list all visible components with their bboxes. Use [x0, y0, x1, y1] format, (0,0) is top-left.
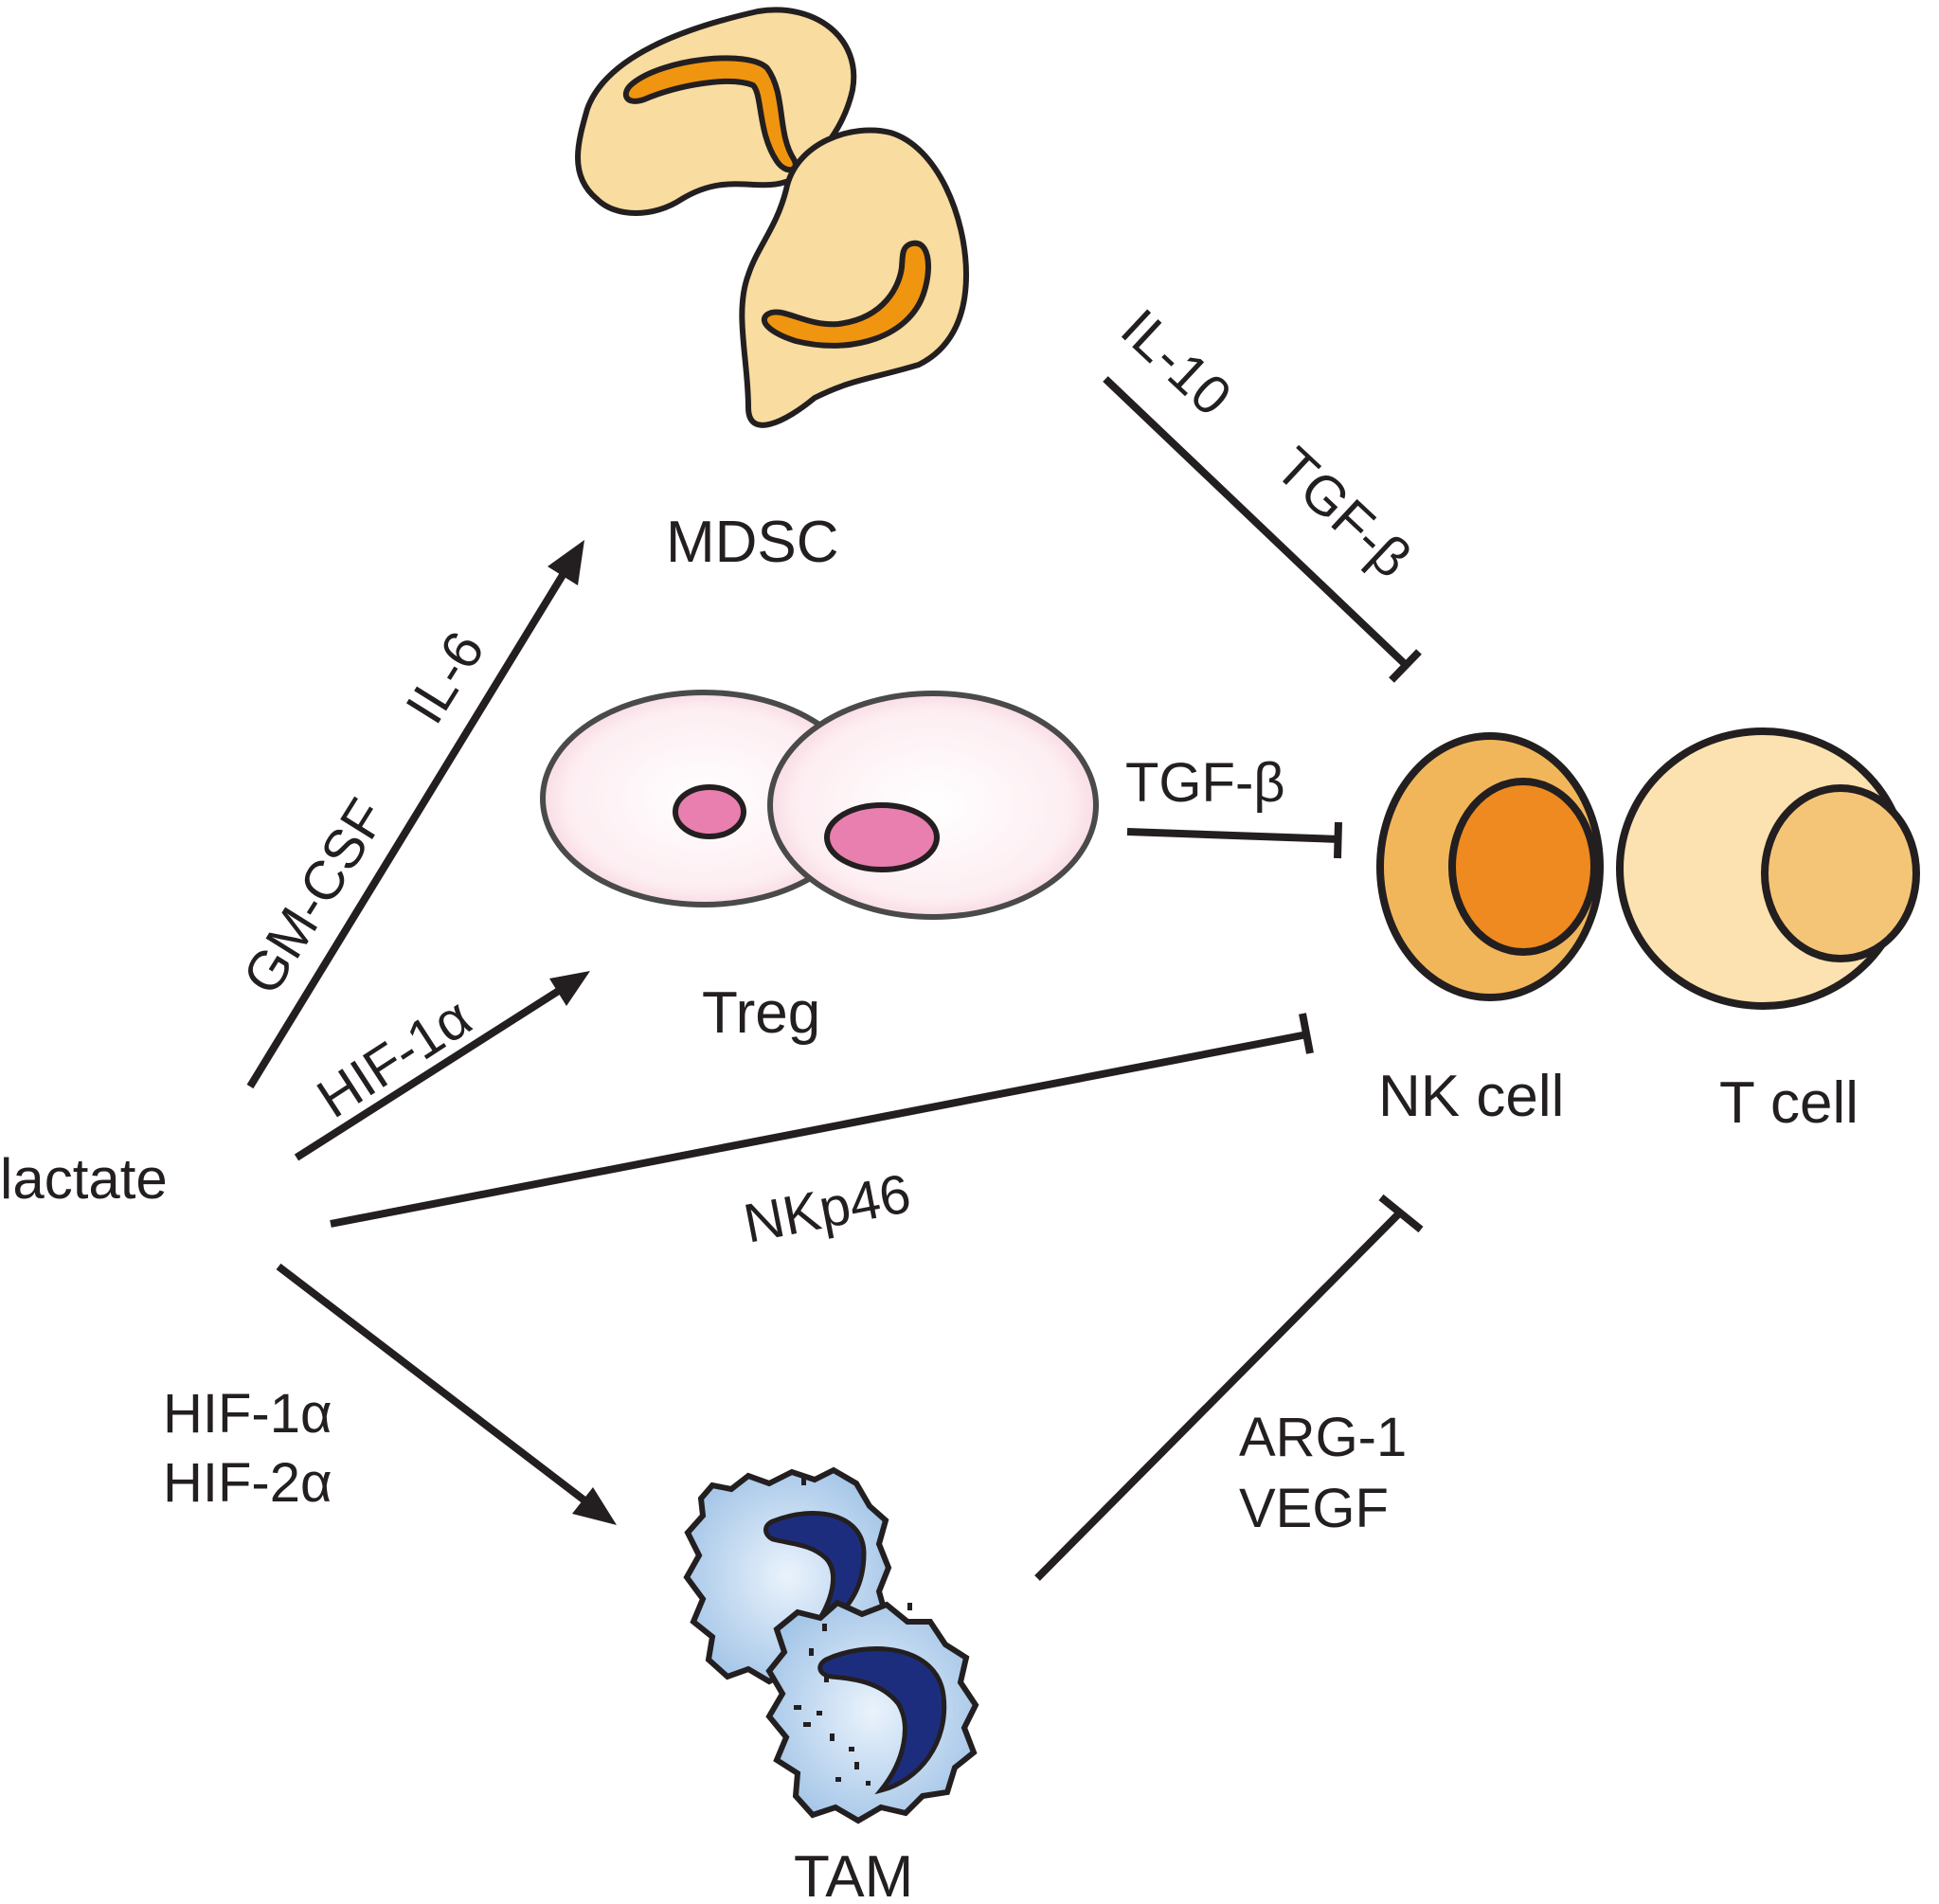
edge-lactate-mdsc — [246, 560, 574, 1089]
label-tgf-b-mdsc: TGF-β — [1264, 436, 1423, 590]
nk-cell — [1376, 732, 1604, 1001]
edge-lactate-treg — [294, 983, 567, 1161]
edge-tam-nk — [1034, 1212, 1401, 1581]
label-tgf-b-treg: TGF-β — [1125, 752, 1285, 814]
nk-cell-nucleus — [1448, 778, 1598, 956]
label-vegf: VEGF — [1239, 1478, 1389, 1539]
t-cell — [1616, 727, 1920, 1010]
mdsc-nucleus-2 — [761, 240, 931, 349]
edge-treg-nk — [1126, 828, 1340, 843]
label-gm-csf: GM-CSF — [231, 788, 398, 1004]
label-nk-cell: NK cell — [1378, 1064, 1564, 1129]
mdsc-nucleus-1 — [622, 55, 799, 173]
mdsc-cells — [575, 7, 970, 428]
edge-lactate-nk — [330, 1031, 1308, 1228]
label-treg: Treg — [702, 980, 820, 1046]
label-tam: TAM — [794, 1844, 913, 1904]
edge-mdsc-nk — [1103, 376, 1407, 666]
edges — [246, 376, 1424, 1581]
treg-nucleus-2 — [824, 802, 940, 872]
treg-nucleus-1 — [673, 784, 746, 839]
mdsc-cell-body-2 — [739, 127, 970, 428]
arrowhead-lactate-treg — [549, 971, 590, 1006]
treg-cells — [540, 690, 1099, 920]
label-lactate: lactate — [0, 1147, 168, 1211]
arrowhead-lactate-tam — [572, 1487, 617, 1525]
label-il-6: IL-6 — [394, 621, 496, 734]
label-nkp46: NKp46 — [739, 1162, 915, 1255]
treg-cell-body-2 — [767, 691, 1099, 920]
label-hif-2a-tam: HIF-2α — [163, 1452, 332, 1514]
tbar-tam-nk — [1378, 1194, 1424, 1233]
tam-cells — [683, 1466, 979, 1824]
label-hif-1a-tam: HIF-1α — [163, 1383, 332, 1445]
label-mdsc: MDSC — [666, 510, 839, 575]
tbar-mdsc-nk — [1389, 649, 1422, 683]
label-arg-1: ARG-1 — [1239, 1407, 1407, 1468]
arrowhead-lactate-mdsc — [548, 540, 584, 585]
node-labels: lactate MDSC Treg NK cell T cell TAM — [0, 510, 1858, 1904]
tbar-lactate-nk — [1299, 1013, 1314, 1054]
label-il-10: IL-10 — [1109, 297, 1243, 428]
edge-lactate-tam — [276, 1263, 595, 1510]
label-t-cell: T cell — [1719, 1070, 1858, 1136]
t-cell-nucleus — [1761, 784, 1920, 962]
tam-granules — [794, 1478, 912, 1786]
tam-nucleus-2 — [817, 1646, 947, 1795]
